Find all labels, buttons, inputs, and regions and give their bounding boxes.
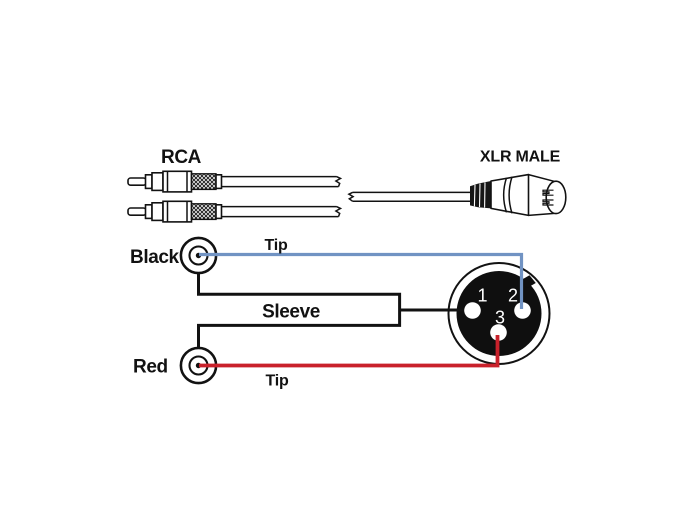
tip-wire-blue (199, 252, 524, 309)
xlr-front-cylinder (528, 173, 557, 217)
rca-plug-knurl-grip (190, 173, 217, 191)
xlr-cable (347, 191, 471, 202)
xlr-boot-ridges (473, 182, 486, 208)
xlr-male-title: XLR MALE (480, 149, 561, 166)
rca-plug-bottom (127, 200, 343, 223)
rca-plug-ferrule (215, 204, 223, 220)
black-jack-label: Black (130, 247, 180, 268)
wiring-schematic: Black Red Sleeve 1 2 3 (130, 236, 551, 390)
rca-plug-knurl-grip (190, 203, 217, 221)
xlr-keyway-notch (520, 275, 536, 288)
rca-cable-bottom (221, 205, 343, 218)
rca-plug-tip-pin (127, 207, 147, 216)
tip-wire-red (199, 335, 500, 368)
rca-plug-tip-pin (127, 177, 147, 186)
rca-plug-ferrule (215, 174, 223, 190)
red-rca-jack-symbol (179, 346, 218, 385)
rca-cable-top (221, 175, 343, 188)
rca-plug-top (127, 170, 343, 193)
xlr-pin-3-number: 3 (495, 308, 505, 328)
rca-plug-collar (144, 204, 153, 220)
xlr-shell-rings (502, 176, 513, 214)
xlr-pin-2-number: 2 (508, 286, 518, 306)
xlr-pin-3 (490, 324, 507, 341)
xlr-pin-1 (464, 302, 481, 319)
xlr-pin-2 (514, 302, 531, 319)
rca-connectors-illustration: RCA (127, 147, 343, 223)
rca-title: RCA (161, 147, 202, 168)
rca-plug-barrel-lines (166, 201, 188, 222)
xlr-male-pin-lower (542, 199, 554, 206)
black-rca-jack-symbol (179, 236, 218, 275)
tip-bottom-label: Tip (265, 373, 289, 390)
sleeve-label: Sleeve (262, 302, 320, 323)
xlr-front-face (545, 180, 567, 215)
xlr-male-pin-upper (542, 189, 554, 196)
rca-plug-neck (151, 172, 164, 192)
xlr-pin-1-number: 1 (477, 286, 487, 306)
rca-plug-collar (144, 174, 153, 190)
red-jack-label: Red (133, 357, 168, 378)
xlr-male-illustration: XLR MALE (347, 149, 567, 217)
tip-top-label: Tip (264, 237, 288, 254)
rca-plug-neck (151, 202, 164, 222)
rca-plug-barrel-lines (166, 171, 188, 192)
